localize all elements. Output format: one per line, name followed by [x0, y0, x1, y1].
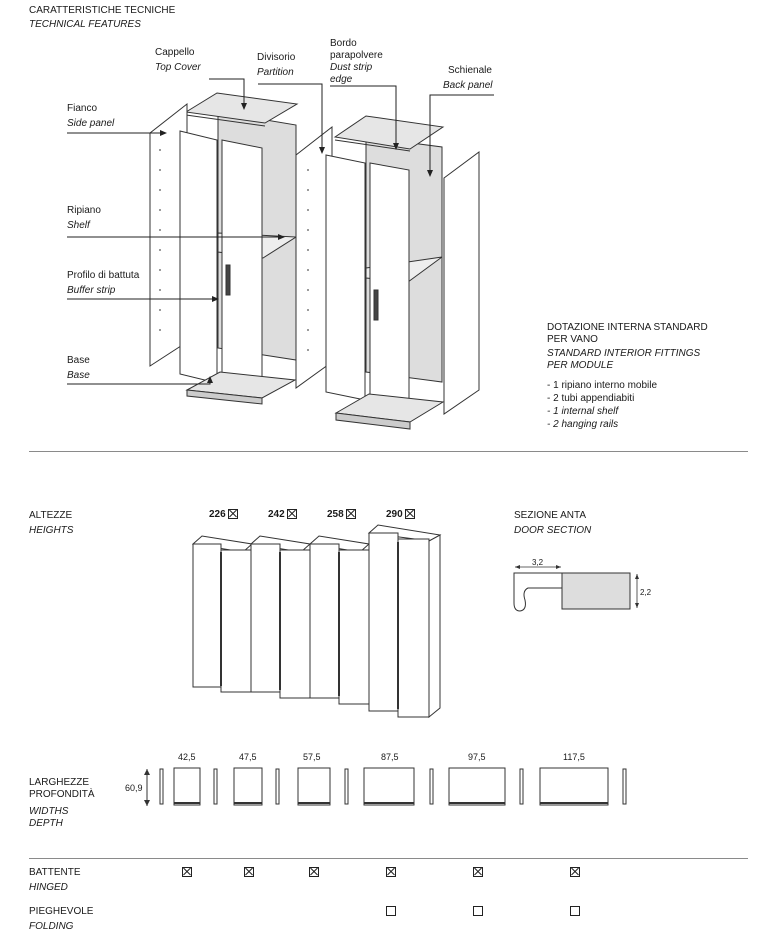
width-value: 87,5: [381, 752, 399, 762]
label-base-en: Base: [67, 370, 90, 381]
hinged-label: BATTENTE: [29, 867, 81, 878]
width-value: 57,5: [303, 752, 321, 762]
hinged-label-en: HINGED: [29, 882, 68, 893]
label-back-panel-en: Back panel: [443, 80, 493, 91]
widths-label-2: PROFONDITÀ: [29, 789, 95, 800]
label-top-cover: Cappello: [155, 47, 195, 58]
door-width-dim: 3,2: [532, 558, 544, 567]
checked-box-icon[interactable]: [346, 509, 357, 520]
hinged-checkbox[interactable]: [473, 867, 483, 877]
label-side-panel: Fianco: [67, 103, 98, 114]
hinged-checkbox[interactable]: [244, 867, 254, 877]
widths-label-1: LARGHEZZE: [29, 777, 90, 788]
height-value: 290: [386, 509, 403, 520]
folding-label: PIEGHEVOLE: [29, 906, 94, 917]
fittings-title-en-2: PER MODULE: [547, 360, 614, 371]
depth-value: 60,9: [125, 783, 143, 793]
door-thickness-dim: 2,2: [640, 588, 652, 597]
width-value: 42,5: [178, 752, 196, 762]
widths-label-en-1: WIDTHS: [29, 806, 69, 817]
fittings-item-en: - 1 internal shelf: [547, 406, 619, 417]
hinged-checkbox[interactable]: [386, 867, 396, 877]
door-section-label-en: DOOR SECTION: [514, 525, 592, 536]
checked-box-icon[interactable]: [228, 509, 239, 520]
label-back-panel: Schienale: [448, 65, 492, 76]
label-base: Base: [67, 355, 90, 366]
height-option-290: 290: [386, 509, 416, 521]
folding-checkbox[interactable]: [473, 906, 483, 916]
widths-label-en-2: DEPTH: [29, 818, 63, 829]
heights-label: ALTEZZE: [29, 510, 73, 521]
folding-checkbox[interactable]: [386, 906, 396, 916]
fittings-title-2: PER VANO: [547, 334, 598, 345]
fittings-item: - 1 ripiano interno mobile: [547, 380, 658, 391]
fittings-item: - 2 tubi appendiabiti: [547, 393, 635, 404]
fittings-title-en-1: STANDARD INTERIOR FITTINGS: [547, 348, 701, 359]
height-option-226: 226: [209, 509, 239, 521]
hinged-checkbox[interactable]: [570, 867, 580, 877]
fittings-title-1: DOTAZIONE INTERNA STANDARD: [547, 322, 708, 333]
label-dust-strip-2: parapolvere: [330, 50, 383, 61]
heights-label-en: HEIGHTS: [29, 525, 74, 536]
label-partition: Divisorio: [257, 52, 296, 63]
label-shelf: Ripiano: [67, 205, 101, 216]
section-title-en: TECHNICAL FEATURES: [29, 19, 141, 30]
checked-box-icon[interactable]: [405, 509, 416, 520]
divider: [29, 451, 748, 452]
folding-label-en: FOLDING: [29, 921, 74, 932]
folding-checkbox[interactable]: [570, 906, 580, 916]
divider: [29, 858, 748, 859]
section-title: CARATTERISTICHE TECNICHE: [29, 5, 176, 16]
height-value: 226: [209, 509, 226, 520]
label-side-panel-en: Side panel: [67, 118, 115, 129]
height-value: 242: [268, 509, 285, 520]
label-dust-strip-en-2: edge: [330, 74, 353, 85]
door-section-label: SEZIONE ANTA: [514, 510, 587, 521]
width-value: 117,5: [563, 752, 585, 762]
height-option-242: 242: [268, 509, 298, 521]
height-value: 258: [327, 509, 344, 520]
height-option-258: 258: [327, 509, 357, 521]
checked-box-icon[interactable]: [287, 509, 298, 520]
label-shelf-en: Shelf: [67, 220, 90, 231]
width-value: 97,5: [468, 752, 486, 762]
label-partition-en: Partition: [257, 67, 294, 78]
label-top-cover-en: Top Cover: [155, 62, 201, 73]
label-buffer-strip-en: Buffer strip: [67, 285, 116, 296]
fittings-item-en: - 2 hanging rails: [547, 419, 619, 430]
width-value: 47,5: [239, 752, 257, 762]
hinged-checkbox[interactable]: [309, 867, 319, 877]
label-buffer-strip: Profilo di battuta: [67, 270, 140, 281]
label-dust-strip-1: Bordo: [330, 38, 357, 49]
label-dust-strip-en-1: Dust strip: [330, 62, 373, 73]
hinged-checkbox[interactable]: [182, 867, 192, 877]
